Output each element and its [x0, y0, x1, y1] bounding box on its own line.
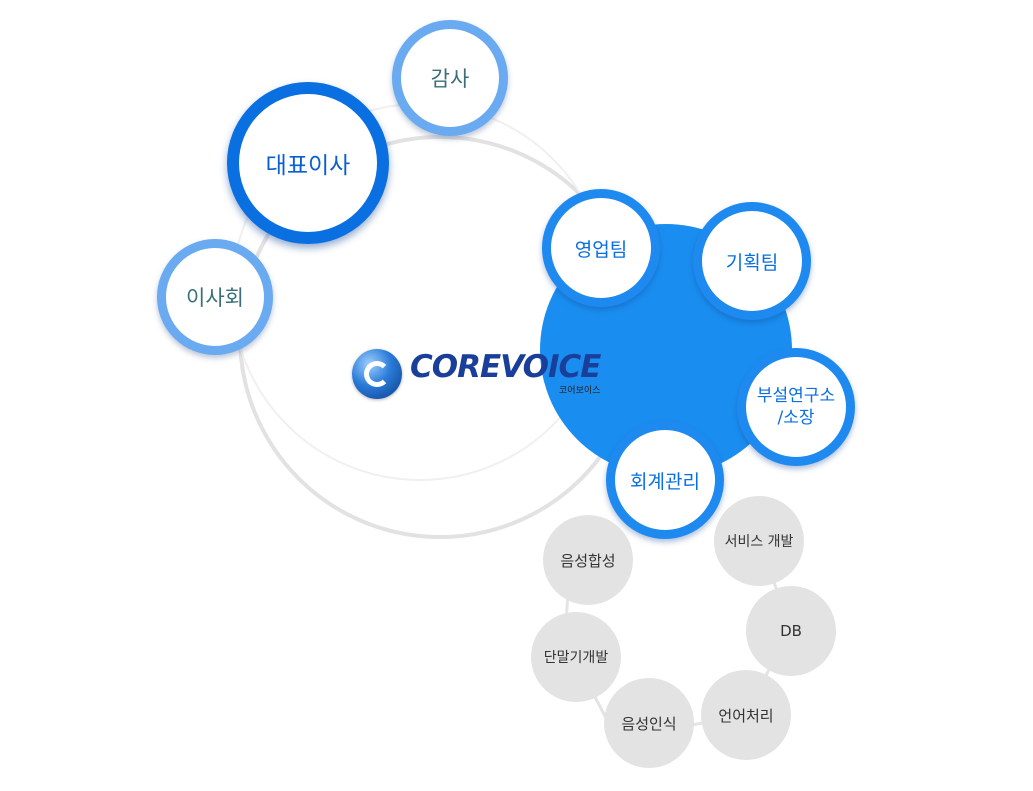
- logo-wordmark: COREVOICE: [410, 349, 601, 385]
- device-dev-node[interactable]: 단말기개발: [531, 612, 621, 702]
- planning-team-label: 기획팀: [725, 251, 779, 274]
- language-processing-node[interactable]: 언어처리: [701, 670, 791, 760]
- research-lab-node[interactable]: 부설연구소 /소장: [737, 348, 855, 466]
- db-node[interactable]: DB: [746, 586, 836, 676]
- speech-synthesis-label: 음성합성: [560, 551, 616, 570]
- db-label: DB: [780, 622, 802, 640]
- service-dev-node[interactable]: 서비스 개발: [714, 496, 804, 586]
- board-label: 이사회: [186, 286, 244, 310]
- language-processing-label: 언어처리: [718, 706, 774, 725]
- research-lab-label-line1: 부설연구소: [756, 386, 836, 406]
- ceo-label: 대표이사: [265, 153, 351, 179]
- board-node[interactable]: 이사회: [157, 239, 273, 355]
- sales-team-node[interactable]: 영업팀: [542, 189, 660, 307]
- research-lab-label-line2: /소장: [777, 408, 815, 428]
- service-dev-label: 서비스 개발: [724, 534, 794, 550]
- audit-node[interactable]: 감사: [392, 20, 508, 136]
- logo-emblem-icon: [352, 349, 402, 399]
- speech-recognition-node[interactable]: 음성인식: [604, 678, 694, 768]
- audit-label: 감사: [430, 67, 470, 91]
- logo-subtitle: 코어보이스: [559, 386, 601, 396]
- device-dev-label: 단말기개발: [543, 650, 609, 666]
- speech-synthesis-node[interactable]: 음성합성: [543, 515, 633, 605]
- planning-team-node[interactable]: 기획팀: [693, 202, 811, 320]
- accounting-node[interactable]: 회계관리: [606, 421, 724, 539]
- company-logo: COREVOICE 코어보이스: [352, 349, 601, 399]
- accounting-label: 회계관리: [630, 470, 700, 493]
- ceo-node[interactable]: 대표이사: [227, 82, 389, 244]
- sales-team-label: 영업팀: [574, 238, 628, 261]
- speech-recognition-label: 음성인식: [621, 714, 677, 733]
